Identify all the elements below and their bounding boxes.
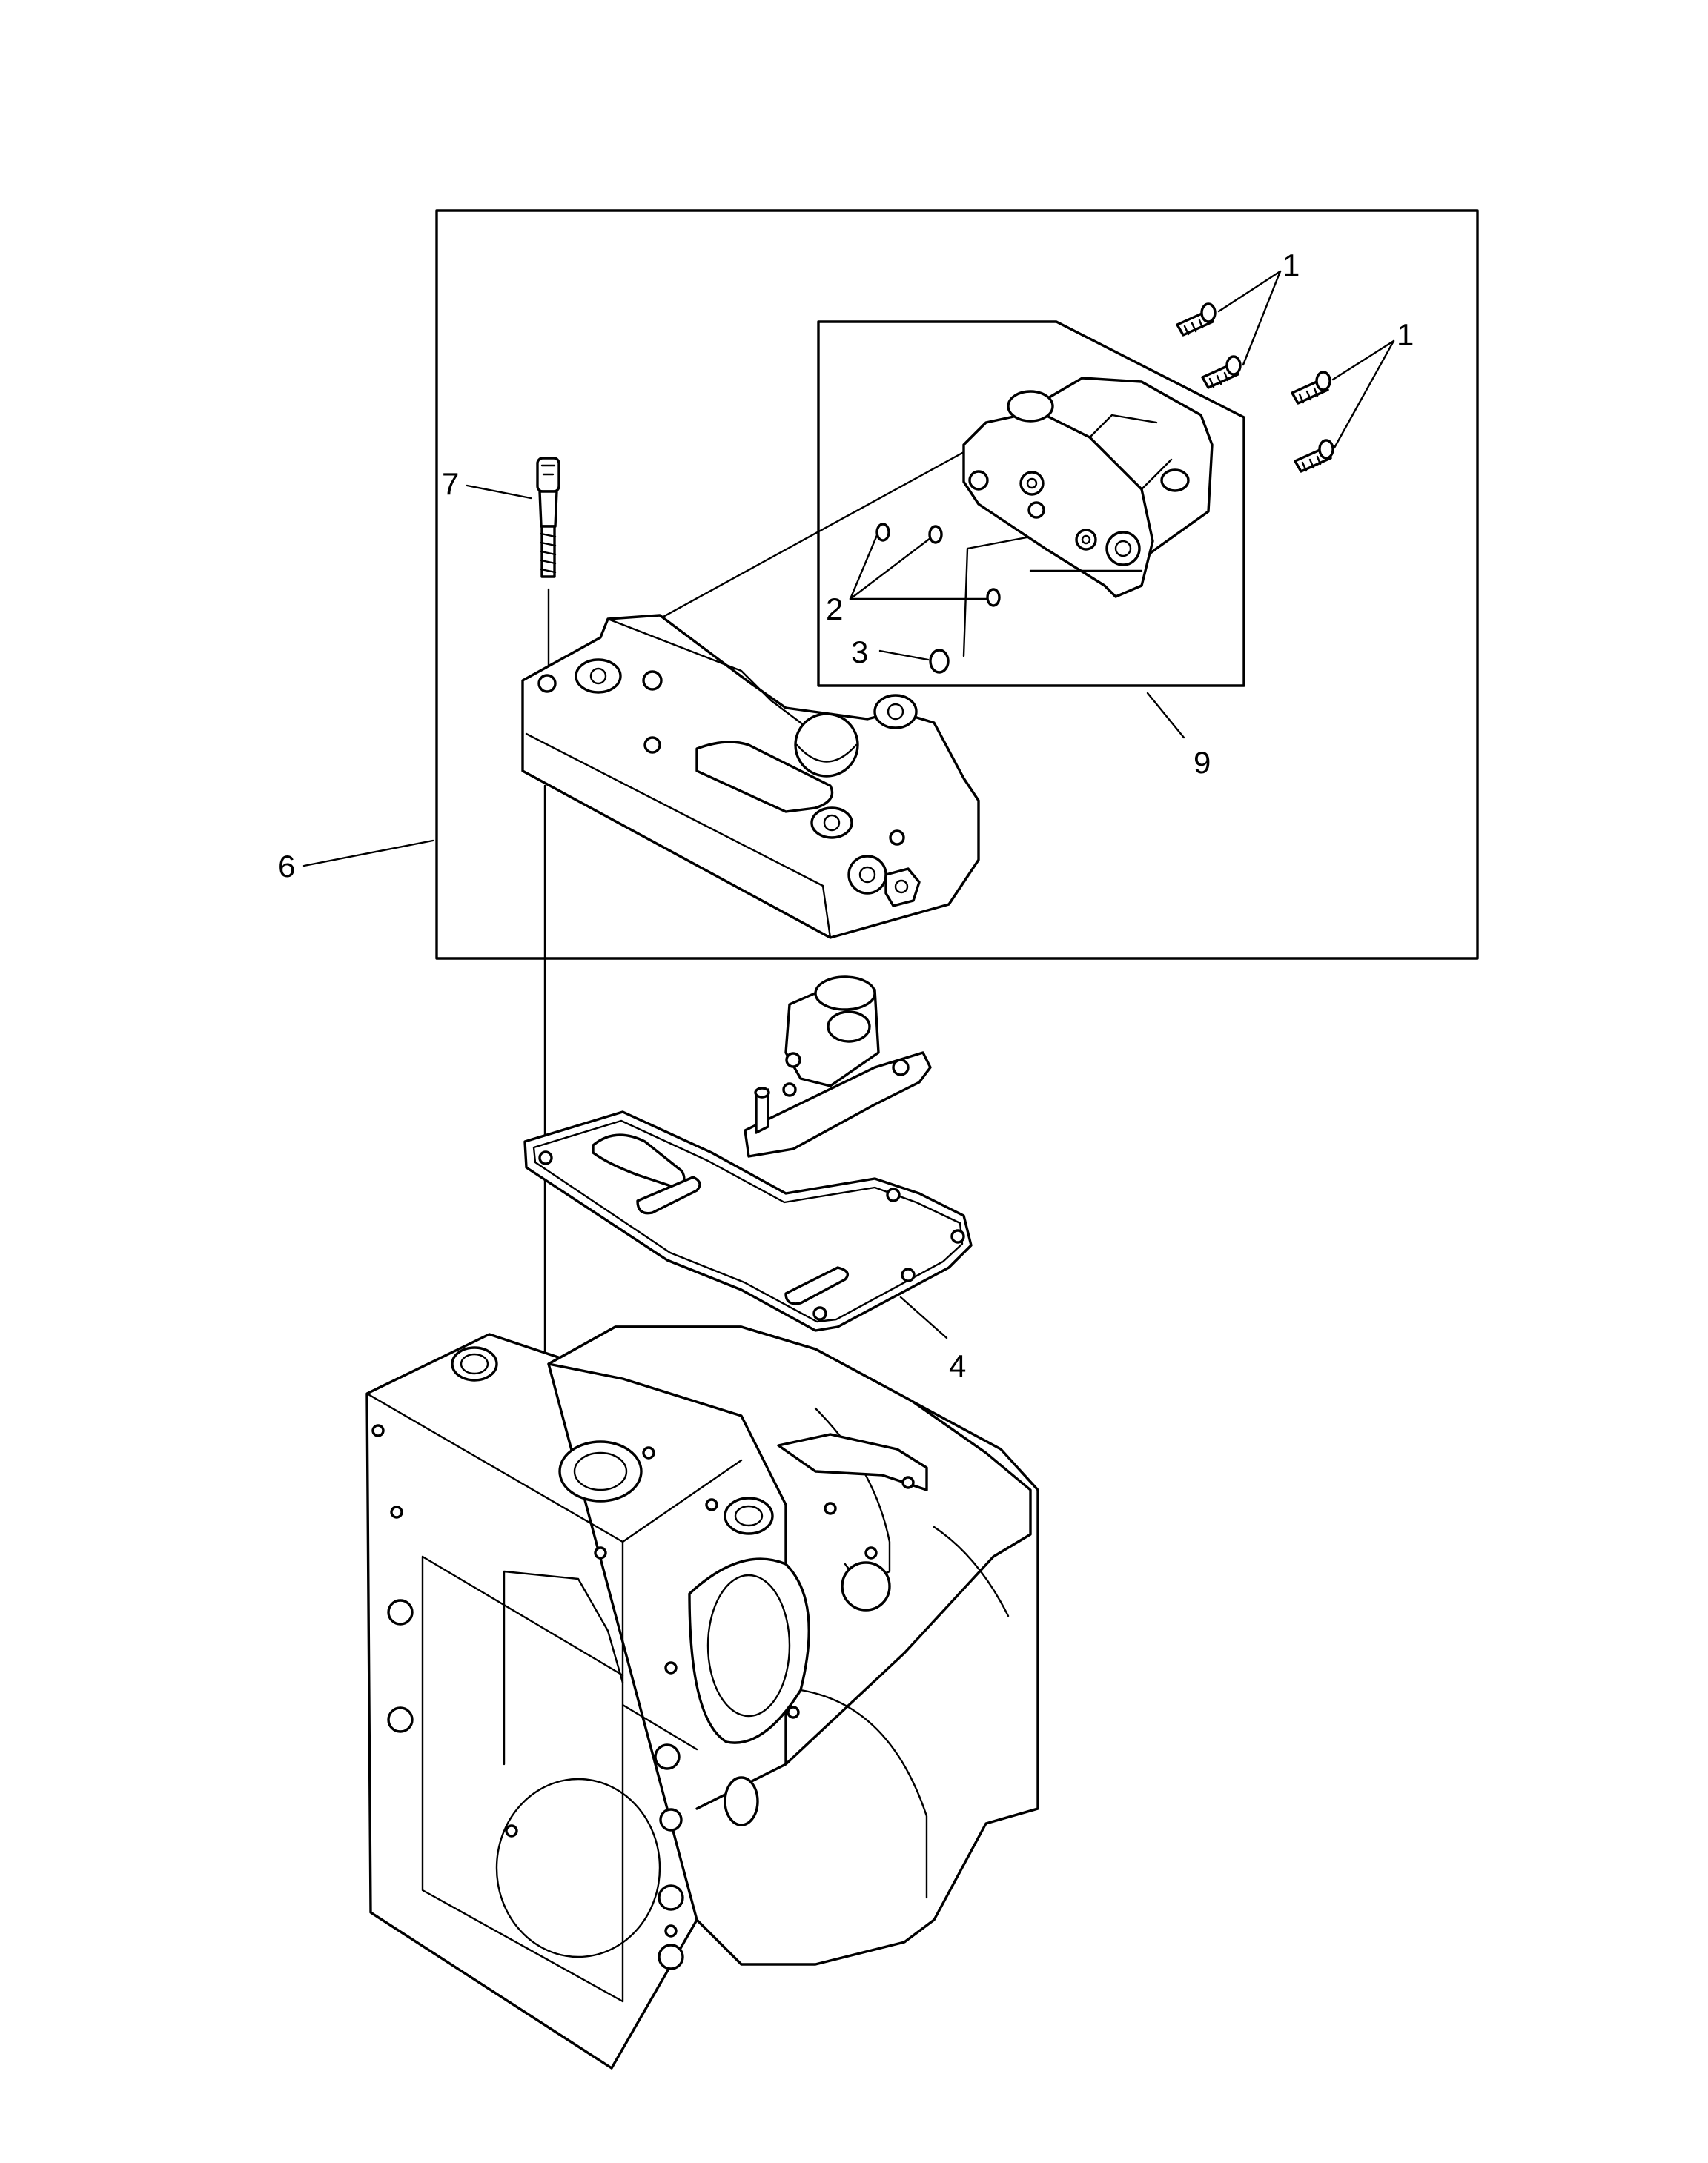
callout-3: 3 — [851, 635, 868, 669]
valve-spool-part — [744, 975, 932, 1158]
screw-1-right-a — [1291, 371, 1331, 405]
leader-lines — [302, 270, 1395, 1339]
callout-6: 6 — [278, 849, 295, 884]
callout-7: 7 — [442, 466, 459, 501]
valve-housing — [521, 614, 980, 939]
valve-alignment-lines — [651, 451, 1143, 624]
bolt-7 — [536, 457, 560, 691]
callout-2: 2 — [826, 592, 843, 626]
solenoid-valve — [962, 377, 1214, 598]
screw-1-right-b — [1294, 439, 1334, 473]
callout-1-top: 1 — [1282, 248, 1300, 282]
gasket-4 — [523, 1110, 973, 1332]
callout-4: 4 — [949, 1348, 966, 1383]
o-ring-3-leader — [962, 536, 1028, 657]
assembly-9-frame — [817, 320, 1245, 687]
transmission-housing — [365, 1325, 1039, 2070]
o-ring-3 — [929, 649, 950, 674]
assembly-6-frame — [435, 209, 1479, 960]
callout-9: 9 — [1194, 745, 1211, 780]
callout-1-right: 1 — [1397, 317, 1414, 352]
screw-1-top-a — [1176, 302, 1217, 337]
o-rings-2 — [875, 523, 1001, 607]
screw-1-top-b — [1201, 355, 1242, 389]
